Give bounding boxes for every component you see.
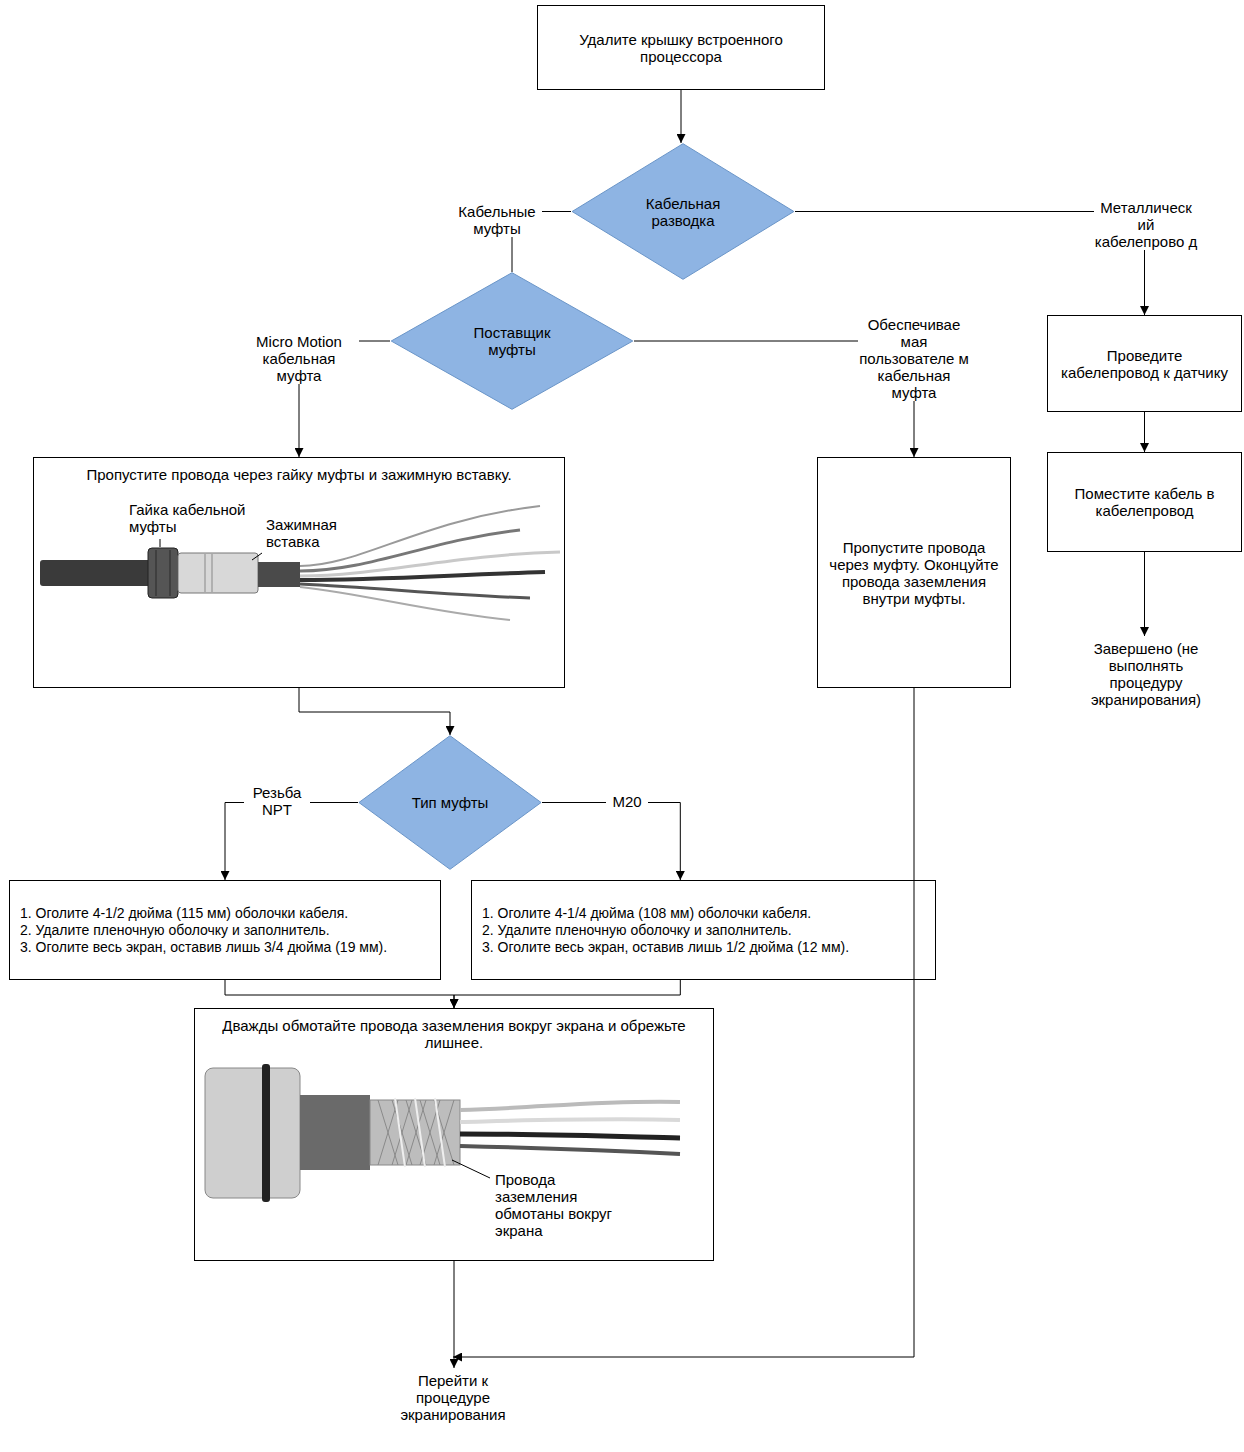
- decision-diamond: Кабельная разводка: [571, 143, 795, 280]
- node-text: Пропустите провода через гайку муфты и з…: [86, 466, 511, 483]
- terminal-text: Перейти к процедуре экранирования: [393, 1368, 513, 1423]
- leader-line: [160, 539, 161, 547]
- wrapped-drain-wire: [395, 1098, 445, 1167]
- node-text: Перейти к процедуре экранирования: [393, 1372, 513, 1423]
- node-text: Завершено (не выполнять процедуру экрани…: [1080, 640, 1212, 708]
- drain-wire: [300, 506, 540, 566]
- shield-wrap-photo: [205, 1064, 680, 1202]
- step-text: 1. Оголите 4-1/2 дюйма (115 мм) оболочки…: [20, 905, 430, 922]
- clamping-insert: [205, 1068, 300, 1198]
- drain-wire: [300, 587, 510, 620]
- wire: [460, 1134, 680, 1138]
- wire: [460, 1146, 680, 1154]
- process-box: Дважды обмотайте провода заземления вокр…: [194, 1008, 714, 1261]
- node-text: Дважды обмотайте провода заземления вокр…: [205, 1017, 703, 1051]
- node-text: Удалите крышку встроенного процессора: [548, 31, 814, 65]
- connector-arrow: [454, 1261, 455, 1368]
- cable-jacket: [300, 1095, 370, 1170]
- node-text-group: Тип муфты: [412, 794, 489, 811]
- process-box: Удалите крышку встроенного процессора: [537, 5, 825, 90]
- diamond-shape: [391, 273, 633, 410]
- node-text-group: Дважды обмотайте провода заземления вокр…: [205, 1017, 703, 1051]
- decision-diamond: Поставщик муфты: [390, 272, 634, 410]
- cable-jacket: [258, 562, 300, 587]
- connector-arrow: [1144, 552, 1145, 636]
- process-box: Проведите кабелепровод к датчику: [1047, 315, 1242, 412]
- gland-nut: [148, 548, 178, 598]
- connector-arrow: [542, 803, 680, 881]
- diamond-shape: [359, 736, 541, 870]
- o-ring: [262, 1064, 270, 1202]
- clamping-insert: [178, 553, 258, 593]
- connector-arrow: [225, 980, 454, 1008]
- connector-arrow: [454, 980, 680, 1008]
- node-text-group: Поставщик муфты: [457, 324, 567, 358]
- nut-edge: [170, 550, 171, 596]
- cable-gland-photo: [40, 506, 560, 620]
- callout-label: Гайка кабельной муфты: [129, 501, 261, 535]
- diamond-shape: [572, 144, 794, 280]
- callout-label: Провода заземления обмотаны вокруг экран…: [495, 1171, 615, 1239]
- step-text: 3. Оголите весь экран, оставив лишь 1/2 …: [482, 939, 925, 956]
- process-box: 1. Оголите 4-1/2 дюйма (115 мм) оболочки…: [9, 880, 441, 980]
- node-text-group: Проведите кабелепровод к датчику: [1058, 347, 1231, 381]
- wire: [460, 1119, 680, 1122]
- edge-label: Резьба NPT: [244, 784, 310, 818]
- process-box: Пропустите провода через муфту. Оконцуйт…: [817, 457, 1011, 688]
- connector-arrow: [795, 212, 1145, 316]
- node-text: Поставщик муфты: [457, 324, 567, 358]
- process-box: Поместите кабель в кабелепровод: [1047, 452, 1242, 552]
- cable-jacket: [40, 560, 152, 586]
- wire: [460, 1102, 680, 1110]
- node-text-group: Кабельная разводка: [633, 195, 733, 229]
- insert-rib: [205, 554, 206, 592]
- node-text: Тип муфты: [412, 794, 489, 811]
- node-text-group: Пропустите провода через муфту. Оконцуйт…: [828, 539, 1000, 607]
- terminal-text: Завершено (не выполнять процедуру экрани…: [1080, 636, 1212, 708]
- node-text-group: 1. Оголите 4-1/4 дюйма (108 мм) оболочки…: [482, 905, 925, 956]
- node-text-group: Перейти к процедуре экранирования: [393, 1372, 513, 1423]
- step-text: 1. Оголите 4-1/4 дюйма (108 мм) оболочки…: [482, 905, 925, 922]
- step-text: 2. Удалите пленочную оболочку и заполнит…: [482, 922, 925, 939]
- edge-label: M20: [606, 793, 648, 810]
- edge-label: Кабельные муфты: [452, 203, 542, 237]
- process-box: Пропустите провода через гайку муфты и з…: [33, 457, 565, 688]
- node-text: Пропустите провода через муфту. Оконцуйт…: [828, 539, 1000, 607]
- node-text-group: Удалите крышку встроенного процессора: [548, 31, 814, 65]
- node-text: Поместите кабель в кабелепровод: [1058, 485, 1231, 519]
- leader-line: [452, 1160, 490, 1178]
- node-text: Кабельная разводка: [633, 195, 733, 229]
- insert-rib: [212, 554, 213, 592]
- braided-shield: [370, 1100, 460, 1165]
- decision-diamond: Тип муфты: [358, 735, 542, 870]
- node-text-group: Завершено (не выполнять процедуру экрани…: [1080, 640, 1212, 708]
- wire: [300, 572, 545, 580]
- node-text-group: 1. Оголите 4-1/2 дюйма (115 мм) оболочки…: [20, 905, 430, 956]
- nut-edge: [156, 550, 157, 596]
- connector-arrow: [681, 90, 682, 143]
- callout-label: Зажимная вставка: [266, 516, 350, 550]
- step-text: 2. Удалите пленочную оболочку и заполнит…: [20, 922, 430, 939]
- edge-label: Обеспечивае мая пользователе м кабельная…: [858, 316, 970, 401]
- edge-label: Micro Motion кабельная муфта: [239, 333, 359, 384]
- connector-arrow: [299, 688, 450, 735]
- edge-label: Металлическ ий кабелепрово д: [1094, 199, 1198, 250]
- step-text: 3. Оголите весь экран, оставив лишь 3/4 …: [20, 939, 430, 956]
- node-text: Проведите кабелепровод к датчику: [1058, 347, 1231, 381]
- node-text-group: Пропустите провода через гайку муфты и з…: [86, 466, 511, 483]
- node-text-group: Поместите кабель в кабелепровод: [1058, 485, 1231, 519]
- leader-line: [252, 553, 262, 560]
- connector-arrow: [1144, 412, 1145, 452]
- process-box: 1. Оголите 4-1/4 дюйма (108 мм) оболочки…: [471, 880, 936, 980]
